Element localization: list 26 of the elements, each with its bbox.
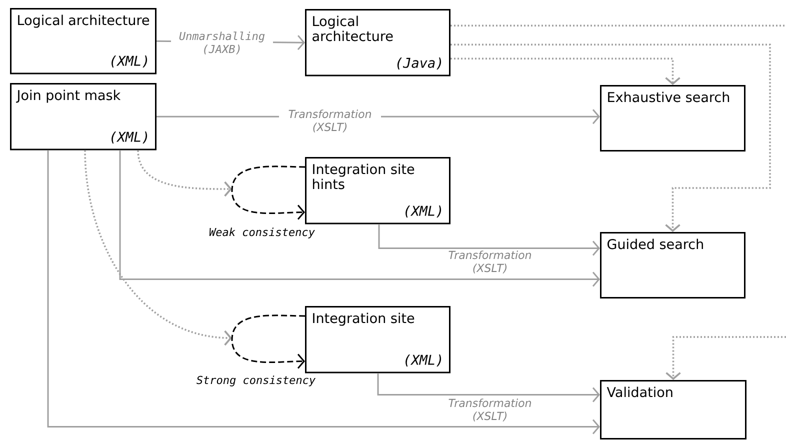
- process-box: Join point mask (XML): [10, 83, 157, 150]
- process-box: Integration site hints (XML): [305, 157, 450, 224]
- arrow: [378, 224, 600, 256]
- arrow: [666, 336, 786, 380]
- process-box: Guided search: [600, 232, 746, 298]
- arrow: [450, 58, 680, 85]
- process-box: Logical architecture (Java): [305, 9, 450, 76]
- arrow: [84, 150, 232, 346]
- process-box: Integration site (XML): [305, 306, 450, 374]
- loop-arrow: [231, 166, 306, 220]
- edge-label: Transformation (XSLT): [439, 250, 541, 274]
- process-box: Exhaustive search: [600, 85, 746, 152]
- line: [450, 24, 786, 27]
- edge-label: Transformation (XSLT): [439, 398, 541, 422]
- edge-label: Strong consistency: [196, 376, 316, 386]
- process-box: Validation: [600, 380, 746, 440]
- arrow: [47, 150, 600, 434]
- edge-label: Unmarshalling (JAXB): [171, 30, 273, 56]
- arrow: [137, 150, 232, 197]
- process-box: Logical architecture (XML): [10, 8, 157, 74]
- loop-arrow: [231, 314, 306, 369]
- edge-label: Transformation (XSLT): [279, 108, 381, 134]
- arrow: [450, 44, 771, 232]
- edge-label: Weak consistency: [209, 228, 315, 238]
- arrow: [377, 373, 600, 402]
- arrow: [119, 150, 600, 287]
